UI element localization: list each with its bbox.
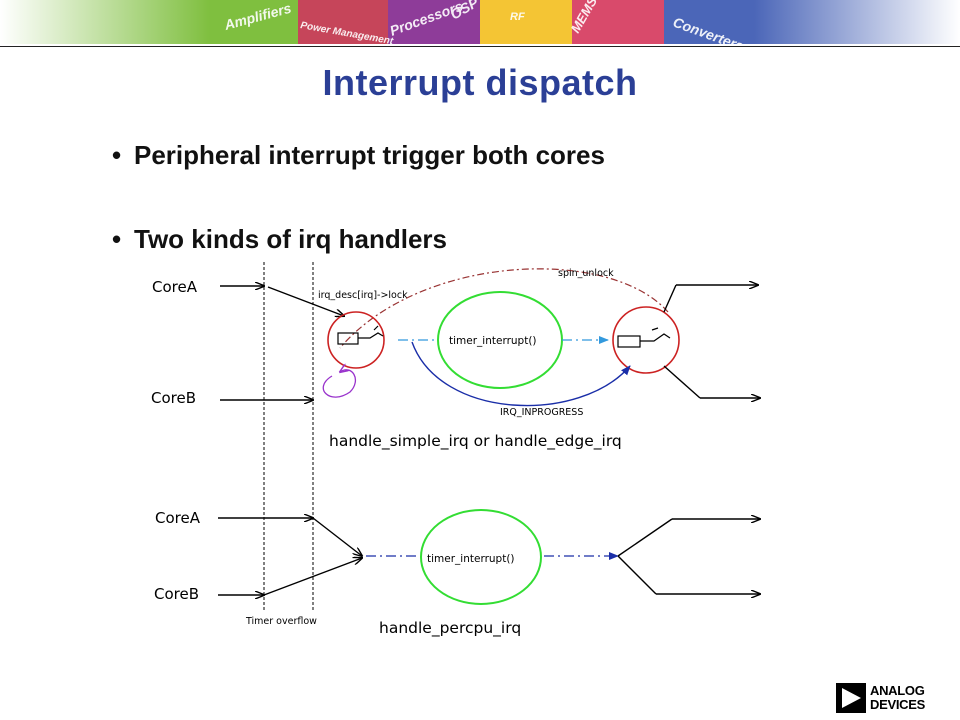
- banner-tile-mems: [572, 0, 664, 44]
- banner-label-rf: RF: [510, 11, 525, 23]
- banner-tile-power: [298, 0, 388, 44]
- coreb-spin-loop: [322, 370, 356, 398]
- logo-triangle-icon: [836, 683, 866, 713]
- analog-devices-logo: ANALOG DEVICES: [836, 683, 946, 713]
- lock-label: irq_desc[irq]->lock: [318, 290, 408, 301]
- bottom-caption: handle_percpu_irq: [379, 619, 521, 638]
- unlock-icon-right: [617, 327, 671, 348]
- bottom-core-b-label: CoreB: [154, 585, 199, 603]
- slide-title: Interrupt dispatch: [322, 62, 638, 103]
- bullet-item: • Two kinds of irq handlers: [112, 221, 605, 257]
- bullet-dot: •: [112, 140, 122, 170]
- bullet-text: Two kinds of irq handlers: [134, 224, 447, 254]
- unlock-circle-right: [612, 306, 680, 374]
- banner-tile-converters: [664, 0, 754, 44]
- bottom-core-a-converge: [312, 517, 362, 556]
- bottom-handler-label: timer_interrupt(): [427, 553, 515, 565]
- bottom-out-upper-rise: [617, 518, 673, 557]
- banner-gradient-left: [0, 0, 210, 44]
- bullet-item: • Peripheral interrupt trigger both cores: [112, 137, 605, 173]
- spin-unlock-arc: [339, 268, 669, 349]
- logo-line-1: ANALOG: [870, 683, 925, 698]
- bottom-handler-circle: [420, 509, 542, 605]
- top-caption: handle_simple_irq or handle_edge_irq: [329, 432, 622, 451]
- top-out-upper-rise: [663, 284, 677, 313]
- irq-inprogress-arc: [411, 341, 631, 407]
- banner-divider: [0, 46, 960, 47]
- irq-inprogress-label: IRQ_INPROGRESS: [500, 407, 583, 418]
- lock-icon-left: [337, 325, 384, 345]
- top-handler-label: timer_interrupt(): [449, 335, 537, 347]
- top-out-lower-fall: [663, 365, 701, 399]
- bottom-out-lower-fall: [617, 555, 657, 595]
- top-core-a-label: CoreA: [152, 278, 198, 296]
- top-core-a-to-lock-arrow: [267, 286, 344, 316]
- logo-line-2: DEVICES: [870, 697, 925, 712]
- bullet-list: • Peripheral interrupt trigger both cores…: [112, 137, 605, 257]
- bullet-text: Peripheral interrupt trigger both cores: [134, 140, 605, 170]
- banner-gradient-right: [754, 0, 960, 44]
- timer-overflow-label: Timer overflow: [245, 616, 317, 627]
- bullet-dot: •: [112, 224, 122, 254]
- banner-tile-amplifiers: [210, 0, 298, 44]
- top-core-b-label: CoreB: [151, 389, 196, 407]
- banner-tile-rf: [480, 0, 572, 44]
- banner-tile-processors: [388, 0, 480, 44]
- lock-circle-left: [327, 311, 385, 369]
- banner-art: Amplifiers Power Management Processors O…: [0, 0, 960, 44]
- header-banner: Amplifiers Power Management Processors O…: [0, 0, 960, 44]
- logo-text: ANALOG DEVICES: [870, 684, 925, 712]
- spin-unlock-label: spin_unlock: [558, 268, 614, 279]
- bottom-core-a-label: CoreA: [155, 509, 201, 527]
- bottom-core-b-converge: [263, 558, 362, 596]
